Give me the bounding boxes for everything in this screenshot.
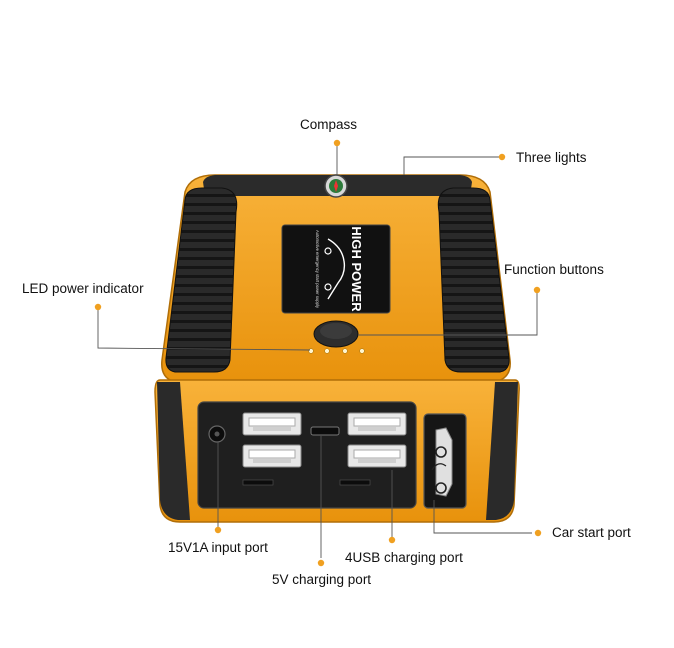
brand-tagline: Automotive emergency start power supply [315,230,320,309]
callout-dots [94,139,542,567]
usb-port [242,412,302,436]
usb-port [347,412,407,436]
brand-plate: HIGH POWER Automotive emergency start po… [281,224,391,314]
label-three-lights: Three lights [516,150,587,165]
usb-ports [242,412,407,486]
micro-usb-port [310,426,340,436]
label-car-start-port: Car start port [552,525,631,540]
compass-icon [324,174,348,198]
function-button[interactable] [313,320,359,348]
label-input-port: 15V1A input port [168,540,268,555]
input-port-jack [208,425,226,443]
label-5v-charging-port: 5V charging port [272,572,372,587]
label-compass: Compass [300,117,358,132]
usb-port [242,444,302,468]
label-function-buttons: Function buttons [504,262,604,277]
car-start-port [431,427,453,497]
usb-port [347,444,407,468]
brand-text: HIGH POWER [349,226,364,312]
label-4usb-charging-port: 4USB charging port [345,550,463,565]
leader-lines [97,143,538,558]
label-led-power-indicator: LED power indicator [22,281,144,296]
